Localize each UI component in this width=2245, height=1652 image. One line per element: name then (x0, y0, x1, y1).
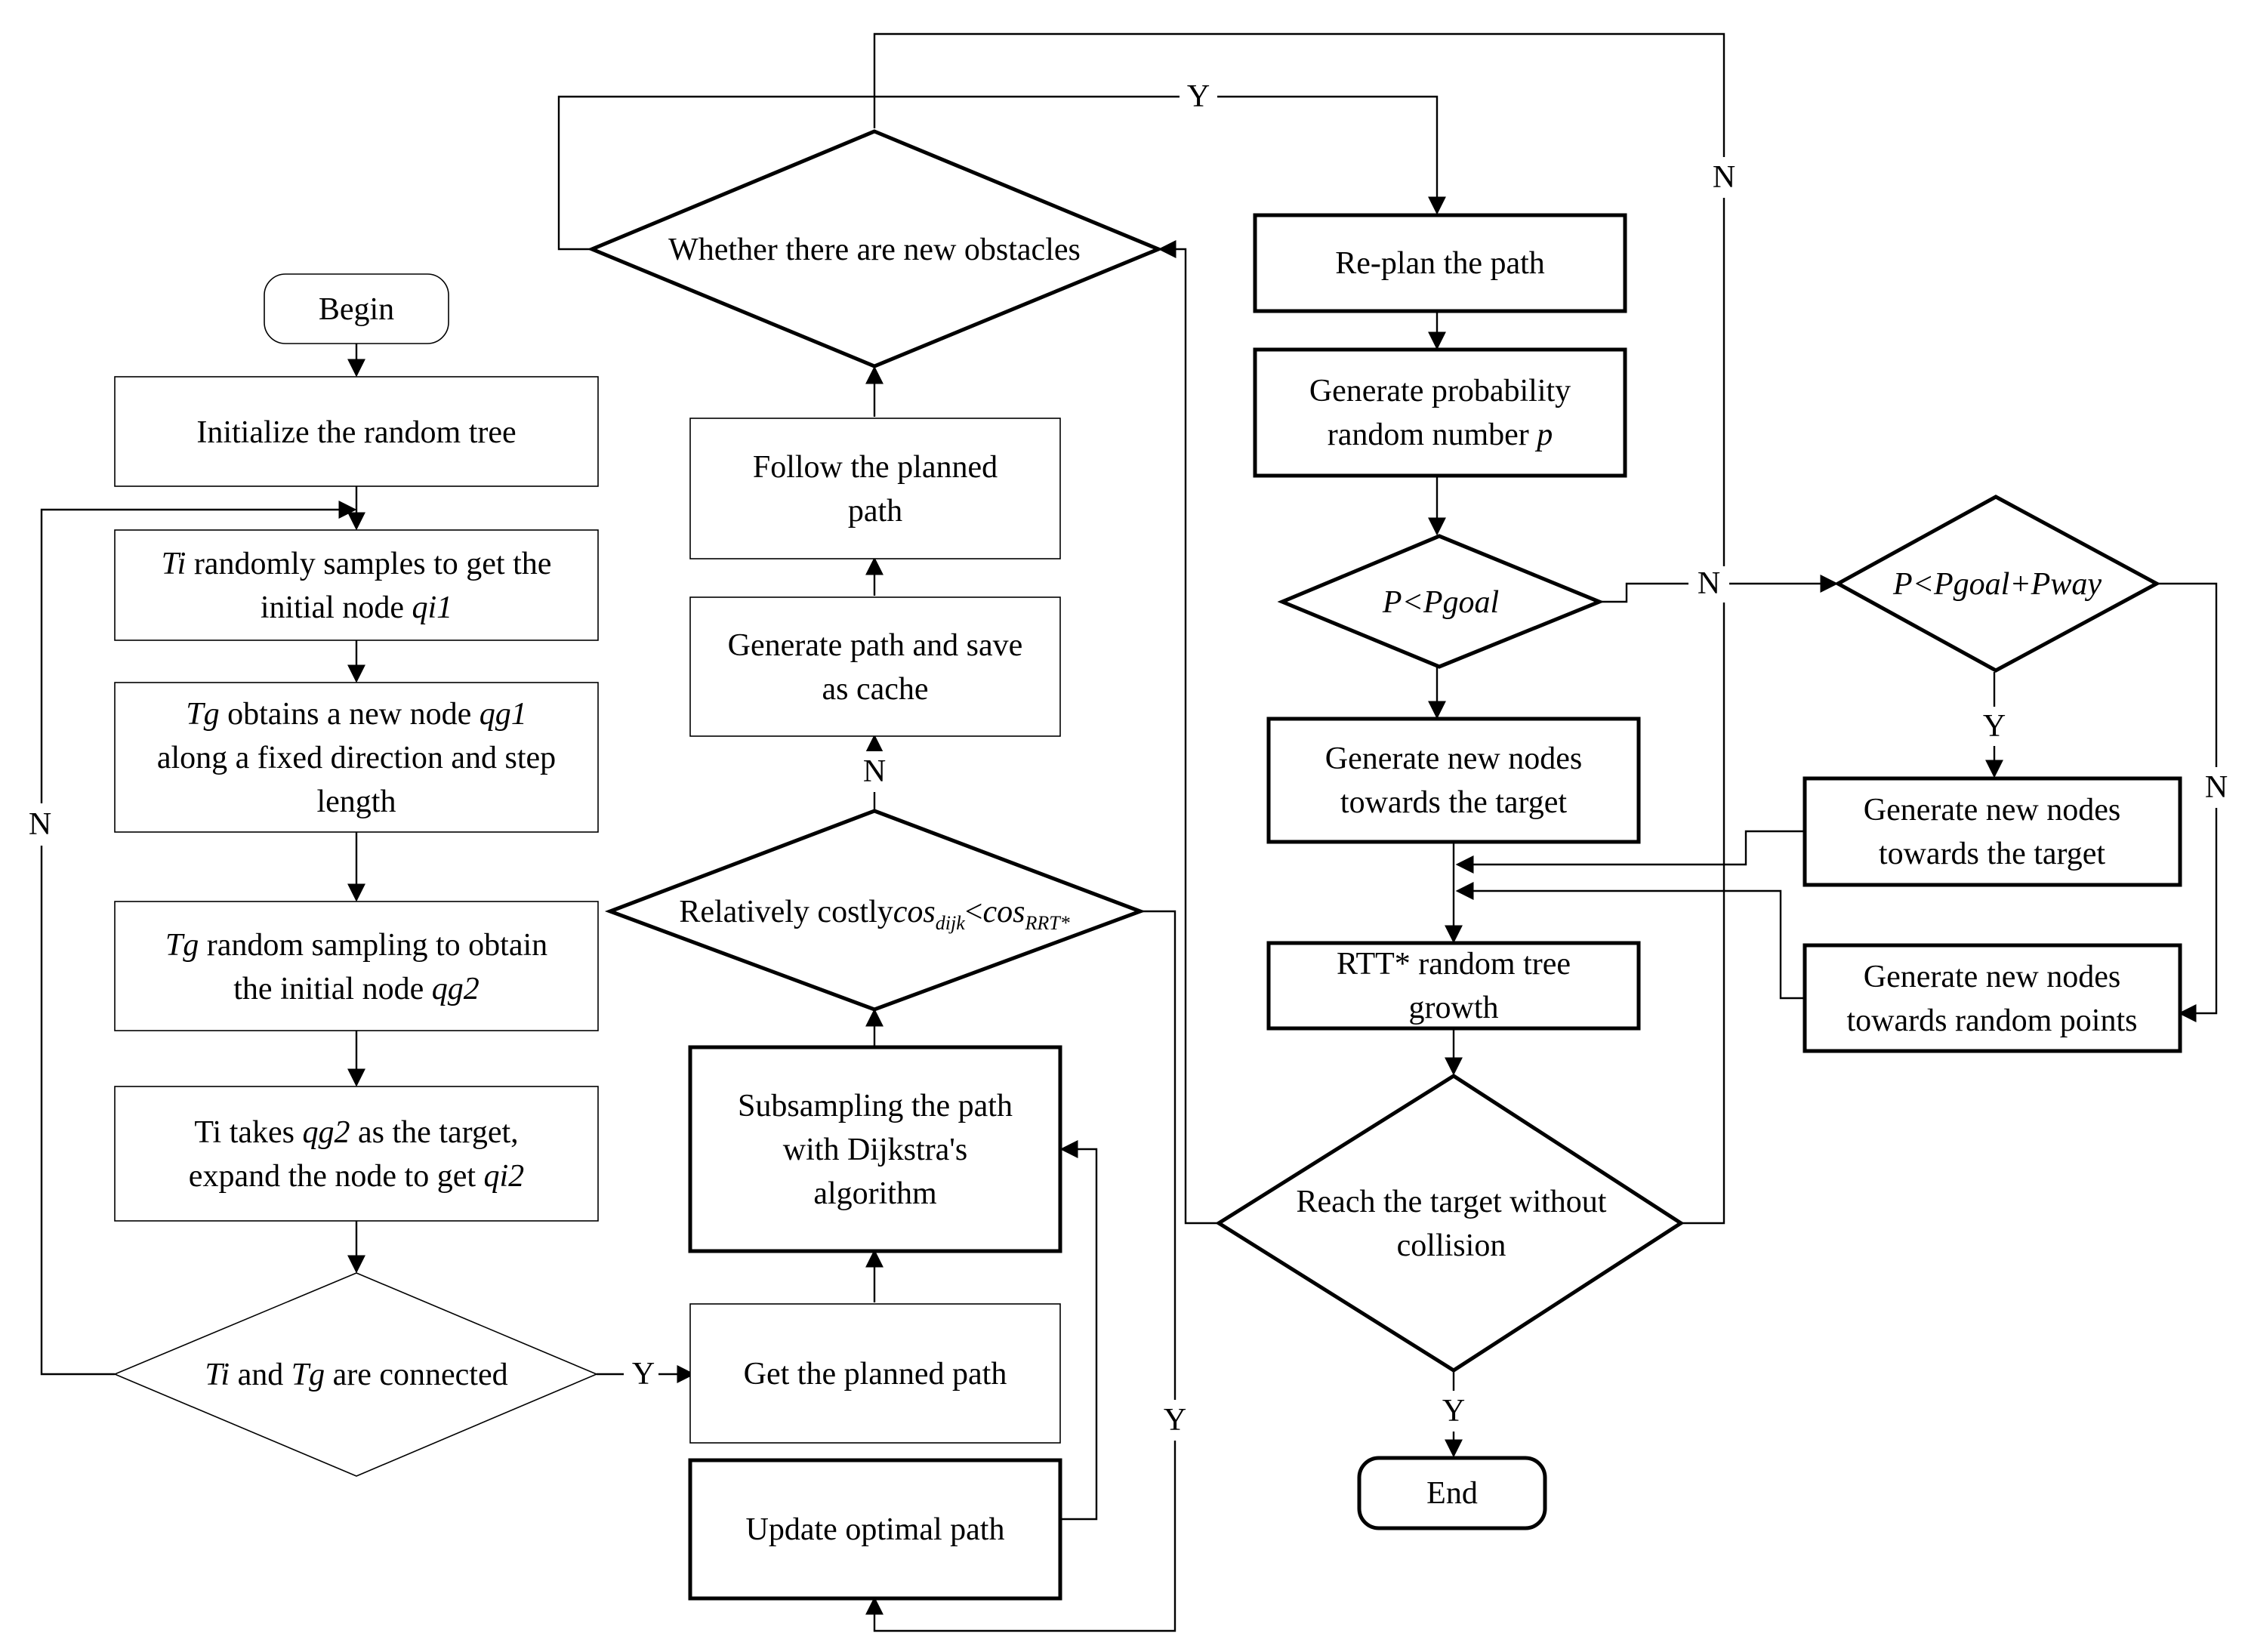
p-goal-label: P<Pgoal (1382, 585, 1499, 620)
get-path-label: Get the planned path (744, 1357, 1007, 1392)
arrow-pgoal-n-to-pway (1599, 575, 1839, 603)
new-obstacles-decision (587, 129, 1164, 368)
edge-label-n-costly: N (863, 754, 886, 789)
edge-label-n-top: N (1713, 160, 1735, 195)
begin-label: Begin (319, 292, 394, 327)
line-n-top-loop (873, 32, 1725, 1225)
connected-decision (113, 1272, 599, 1477)
arrow-obstacles-y-to-replan (557, 95, 1446, 251)
init-tree-label: Initialize the random tree (196, 415, 516, 450)
new-obstacles-label: Whether there are new obstacles (668, 233, 1081, 267)
rrt-growth-box (1266, 941, 1641, 1031)
end-terminal (1357, 1456, 1547, 1530)
gen-target-1-box (1266, 717, 1641, 844)
arrow-reach-to-obstacles (1158, 240, 1219, 1225)
edge-label-y-connected: Y (632, 1357, 655, 1392)
get-path-box (689, 1303, 1061, 1444)
follow-box (689, 418, 1061, 559)
edge-label-y-costly: Y (1164, 1403, 1186, 1438)
arrow-gen-random-to-merge (1455, 882, 1805, 1000)
gen-cache-box (689, 596, 1061, 737)
gen-random-box (1802, 943, 2182, 1053)
ti-takes-box (114, 1086, 599, 1222)
replan-box (1253, 213, 1627, 313)
costly-label: Relatively costlycosdijk<cosRRT* (679, 895, 1069, 934)
replan-label: Re-plan the path (1335, 246, 1545, 281)
costly-decision (604, 809, 1146, 1012)
subsample-box (688, 1045, 1062, 1253)
gen-prob-box (1253, 347, 1627, 478)
p-way-decision (1833, 495, 2161, 673)
connected-label: Ti and Tg are connected (205, 1358, 507, 1392)
p-way-label: P<Pgoal+Pway (1892, 567, 2102, 602)
arrow-gen-target-2-to-merge (1455, 830, 1805, 874)
reach-decision (1215, 1074, 1685, 1373)
ti-sample-box (114, 529, 599, 641)
arrow-costly-y-to-update (865, 910, 1176, 1632)
edge-label-n-pgoal: N (1698, 566, 1720, 601)
edge-label-n-pway: N (2205, 770, 2228, 805)
update-path-box (688, 1458, 1062, 1601)
arrow-loop-n-left (40, 501, 357, 1376)
p-goal-decision (1277, 534, 1605, 669)
edge-label-n-left: N (29, 807, 51, 842)
init-tree-box (114, 376, 599, 487)
connectors (40, 32, 2218, 1632)
tg-obtain-box (114, 682, 599, 833)
begin-terminal (264, 273, 449, 344)
edge-label-y-obstacles: Y (1187, 79, 1210, 114)
arrow-update-to-subsample (1059, 1140, 1098, 1521)
tg-random-box (114, 901, 599, 1031)
ti-takes-label: Ti takes qg2 as the target,expand the no… (189, 1115, 524, 1194)
edge-label-y-pway: Y (1983, 709, 2006, 744)
nodes: Begin Initialize the random tree Ti rand… (113, 129, 2182, 1601)
end-label: End (1426, 1476, 1478, 1511)
gen-target-2-box (1802, 776, 2182, 887)
edge-label-y-reach: Y (1442, 1394, 1465, 1429)
update-path-label: Update optimal path (746, 1512, 1005, 1547)
edge-labels: N Y N Y Y N N Y N Y (19, 79, 2237, 1441)
